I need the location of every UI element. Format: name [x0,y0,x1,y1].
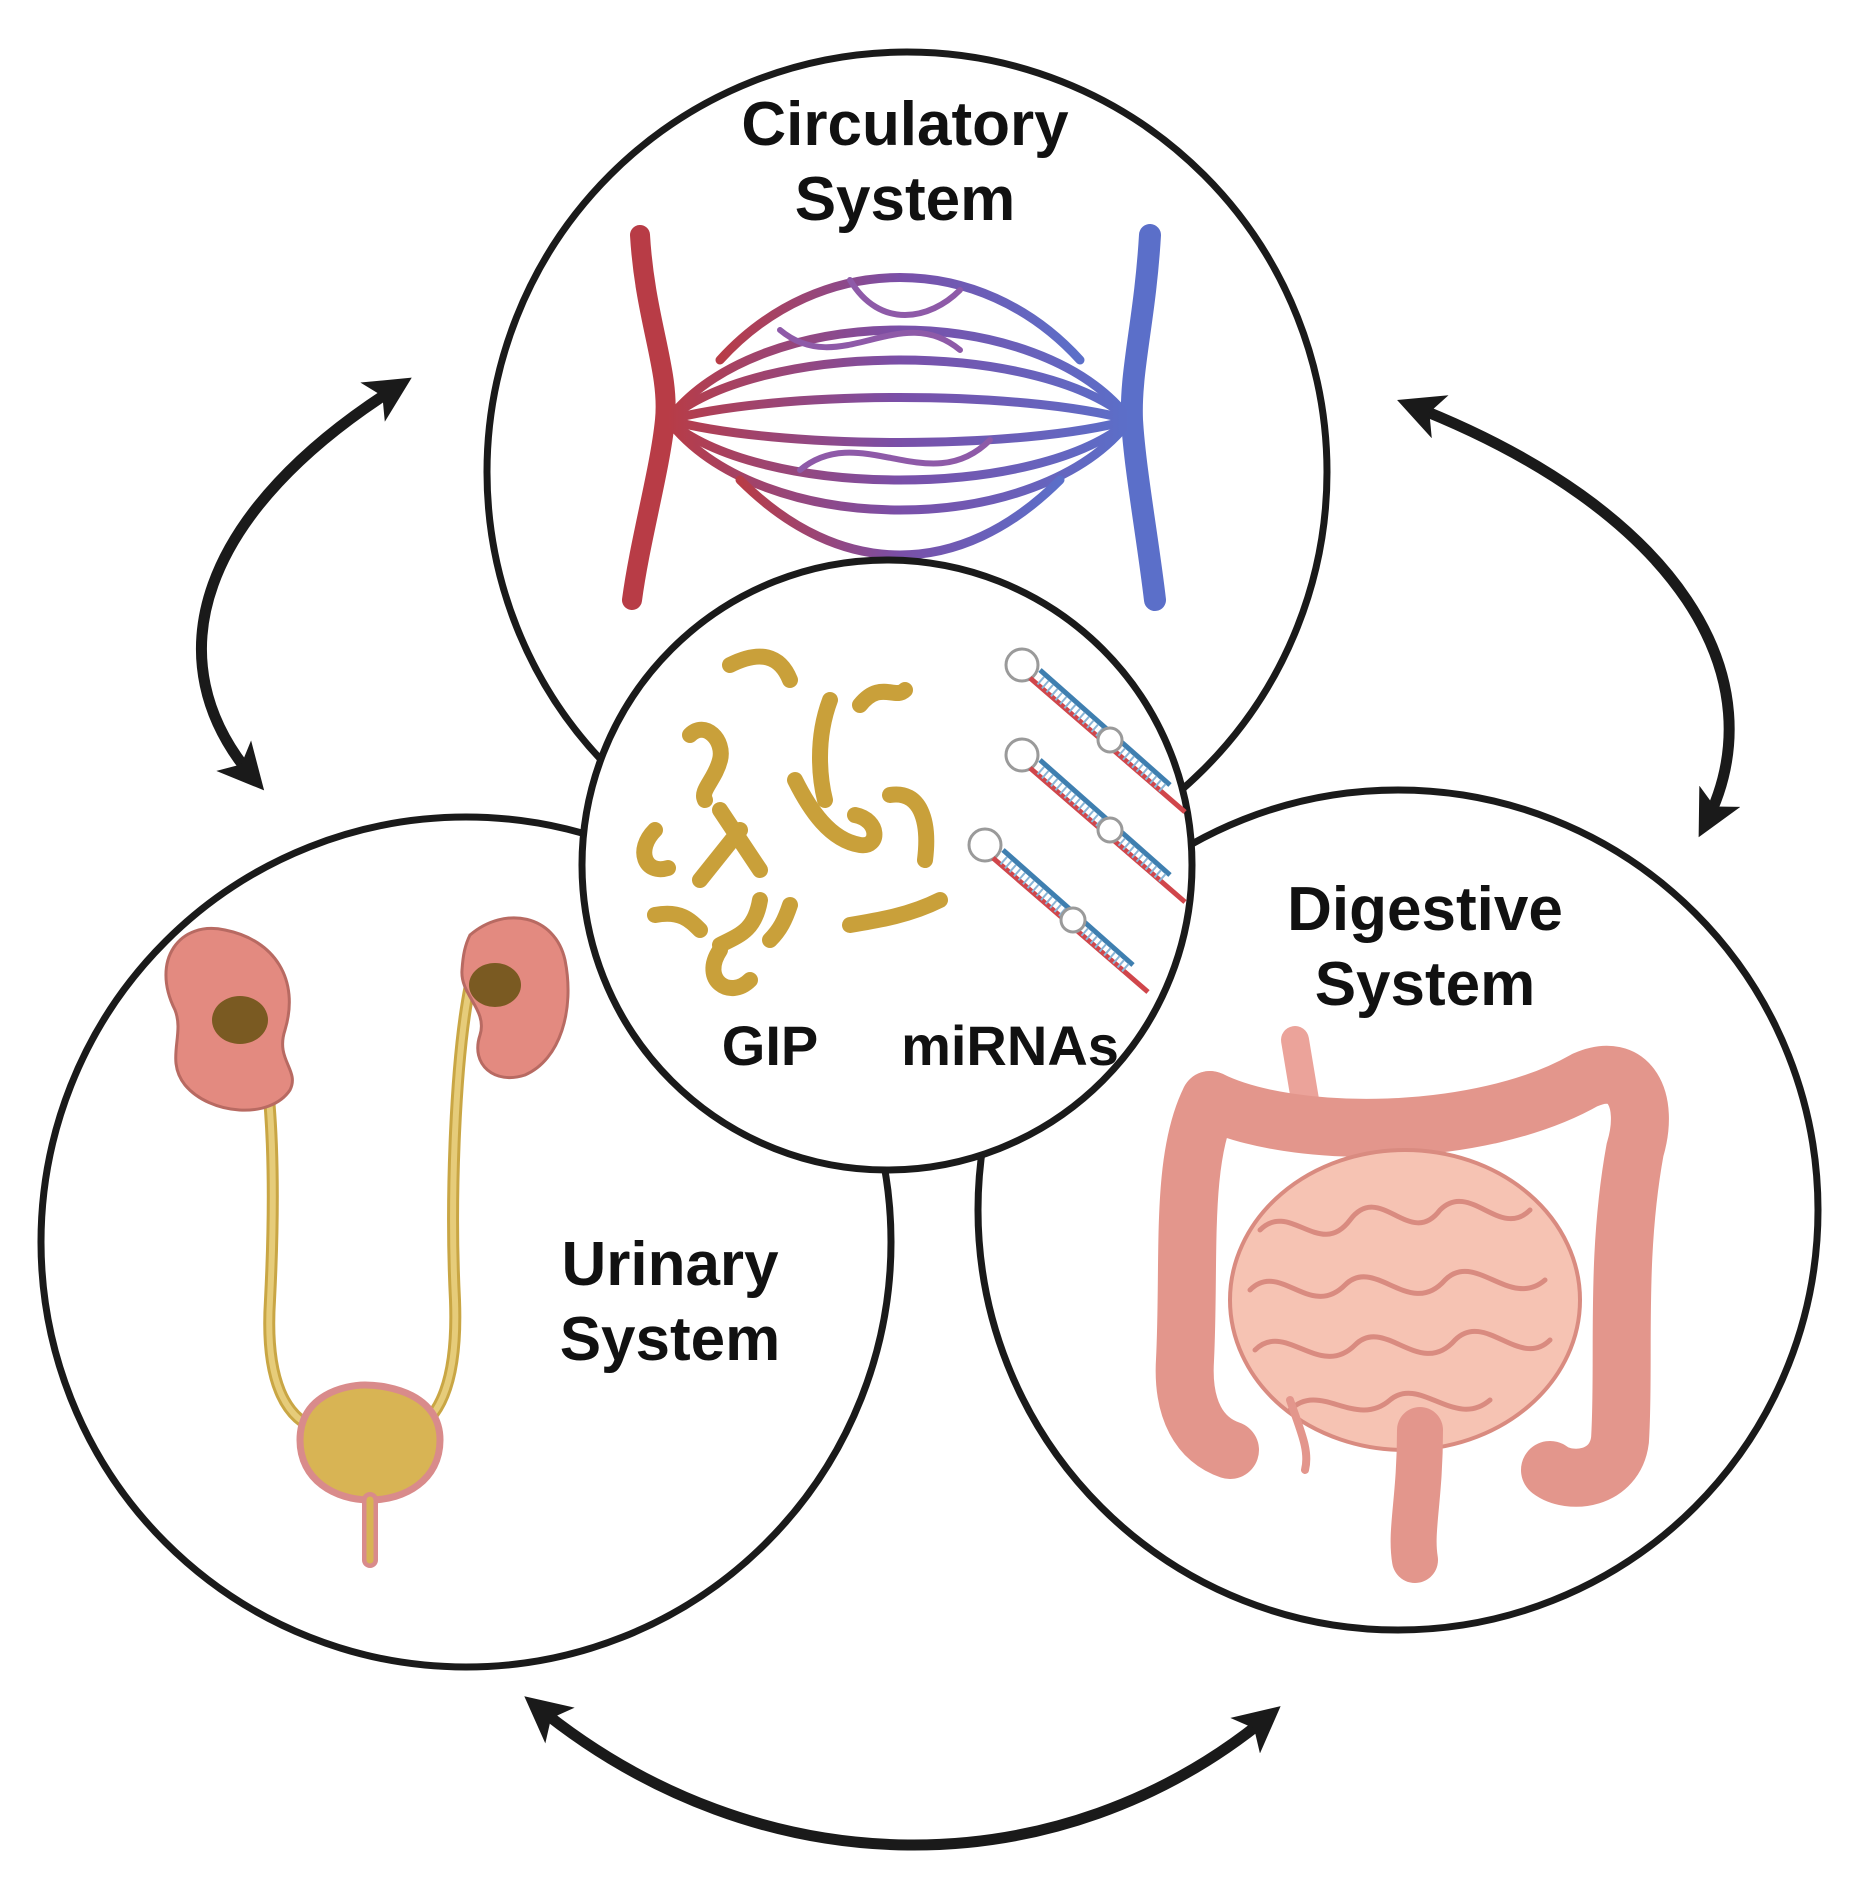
digestive-title-line2: System [1315,950,1536,1019]
center-circle [578,556,1196,1174]
bidirectional-arrow-icon [195,377,412,791]
urinary-title-line1: Urinary [561,1230,779,1299]
arrow-circulatory-urinary [195,377,412,791]
gip-fragments-icon [636,648,948,996]
intestines-icon [1155,1026,1669,1583]
urinary-title-line2: System [560,1305,781,1374]
bidirectional-arrow-icon [1397,395,1741,838]
circulatory-title-line1: Circulatory [741,90,1069,159]
arrow-circulatory-digestive [1397,395,1741,838]
capillary-bed-icon [622,224,1166,611]
center-panel: GIP miRNAs [578,556,1196,1174]
digestive-system-panel: Digestive System [974,786,1822,1634]
arrow-urinary-digestive [524,1696,1281,1851]
digestive-title-line1: Digestive [1287,875,1563,944]
bidirectional-arrow-icon [524,1696,1281,1851]
center-label-mirnas: miRNAs [901,1014,1119,1077]
mirna-hairpin-icon [967,647,1187,994]
circulatory-title-line2: System [795,165,1016,234]
urinary-tract-icon [164,916,570,1568]
center-label-gip: GIP [722,1014,818,1077]
